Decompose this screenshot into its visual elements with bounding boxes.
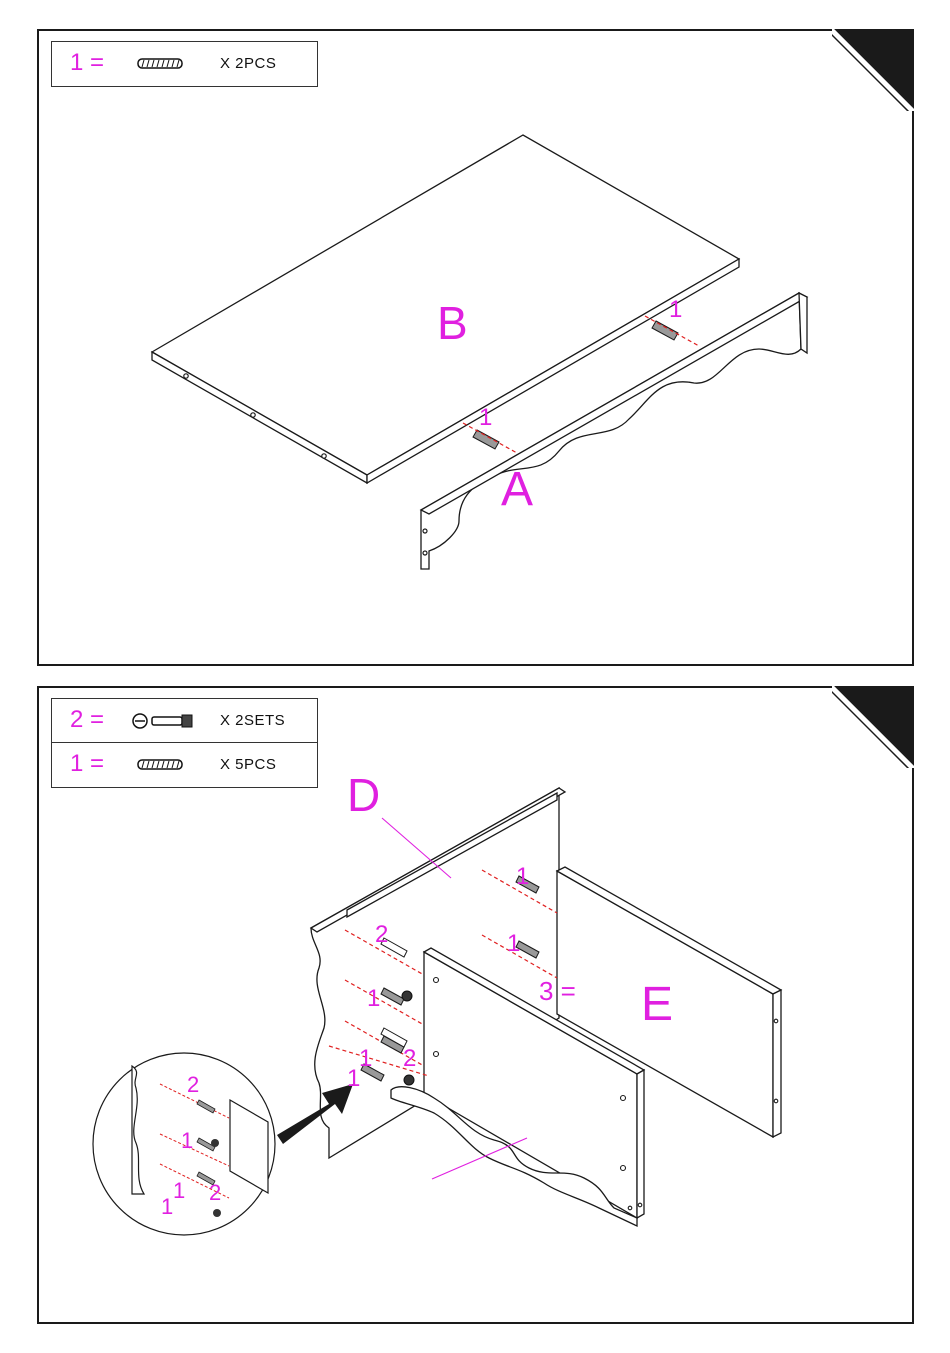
label-board-d: D <box>347 769 380 821</box>
label-equals-3: 3 = <box>539 976 576 1006</box>
step-1-panel: 1 = X 2PCS <box>37 29 914 666</box>
board-c-end <box>637 1070 644 1218</box>
label-dowel: 1 <box>359 1045 372 1072</box>
label-dowel: 1 <box>507 930 520 957</box>
label-cam-lock: 2 <box>403 1045 416 1072</box>
step-2-panel: 2 = X 2SETS 1 = X 5PCS <box>37 686 914 1324</box>
label-zoom-dowel: 1 <box>181 1128 193 1153</box>
label-cam-lock: 2 <box>375 921 388 948</box>
cam-lock <box>402 991 412 1001</box>
label-dowel-left: 1 <box>479 404 492 431</box>
label-zoom-dowel: 1 <box>161 1194 173 1219</box>
label-zoom-dowel: 1 <box>173 1178 185 1203</box>
board-a-end <box>799 293 807 353</box>
label-dowel: 1 <box>516 863 529 890</box>
cam-lock <box>404 1075 414 1085</box>
label-zoom-cam: 2 <box>209 1180 221 1205</box>
label-dowel: 1 <box>367 985 380 1012</box>
step-2-illustration: D E 3 = 1 1 2 1 1 1 2 2 1 1 2 1 <box>39 688 912 1322</box>
label-board-b: B <box>437 297 468 349</box>
dowel-left <box>473 430 499 449</box>
step-1-illustration: B A 1 1 <box>39 31 912 664</box>
board-e-side-edge <box>773 990 781 1137</box>
label-zoom-cam: 2 <box>187 1072 199 1097</box>
label-board-e: E <box>641 978 673 1031</box>
dowel-right <box>652 321 678 340</box>
label-dowel: 1 <box>347 1065 360 1092</box>
label-dowel-right: 1 <box>669 296 682 323</box>
label-board-a: A <box>501 463 533 516</box>
